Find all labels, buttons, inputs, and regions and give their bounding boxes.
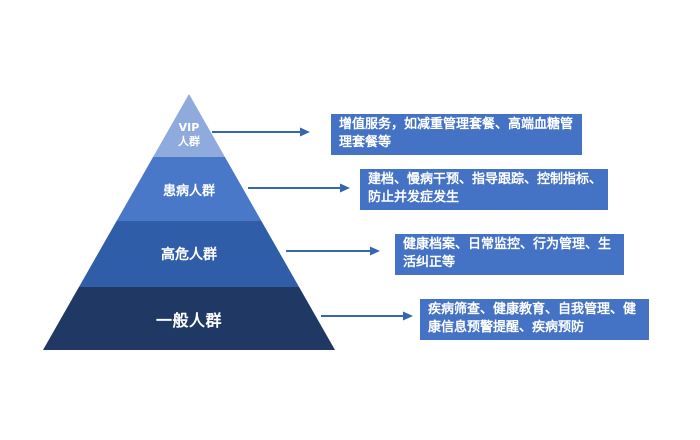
callout-high-risk: 健康档案、日常监控、行为管理、生 活纠正等 <box>395 234 624 275</box>
callout-text: 活纠正等 <box>403 255 456 270</box>
callout-text: 健康档案、日常监控、行为管理、生 <box>403 237 612 252</box>
pyramid-level-sick: 患病人群 <box>43 157 335 221</box>
callout-vip: 增值服务，如减重管理套餐、高端血糖管 理套餐等 <box>331 114 582 155</box>
callout-text: 疾病筛查、健康教育、自我管理、健 <box>428 302 637 317</box>
callout-text: 康信息预警提醒、疾病预防 <box>428 320 585 335</box>
callout-sick: 建档、慢病干预、指导跟踪、控制指标、 防止并发症发生 <box>360 169 608 210</box>
callout-text: 建档、慢病干预、指导跟踪、控制指标、 <box>368 172 603 187</box>
pyramid-level-label: 患病人群 <box>162 183 215 199</box>
pyramid-level-high-risk: 高危人群 <box>43 221 335 287</box>
pyramid-level-general: 一般人群 <box>43 287 335 350</box>
pyramid-level-vip: VIP 人群 <box>43 94 335 157</box>
callout-text: 增值服务，如减重管理套餐、高端血糖管 <box>339 117 574 132</box>
callout-general: 疾病筛查、健康教育、自我管理、健 康信息预警提醒、疾病预防 <box>420 299 649 340</box>
pyramid-level-label: 一般人群 <box>155 310 222 330</box>
pyramid: VIP 人群 患病人群 高危人群 一般人群 <box>43 94 335 350</box>
pyramid-level-label: VIP <box>178 121 200 134</box>
callout-text: 理套餐等 <box>339 135 392 150</box>
pyramid-level-label: 人群 <box>178 135 200 148</box>
pyramid-level-label: 高危人群 <box>161 247 217 263</box>
callout-text: 防止并发症发生 <box>368 190 460 205</box>
